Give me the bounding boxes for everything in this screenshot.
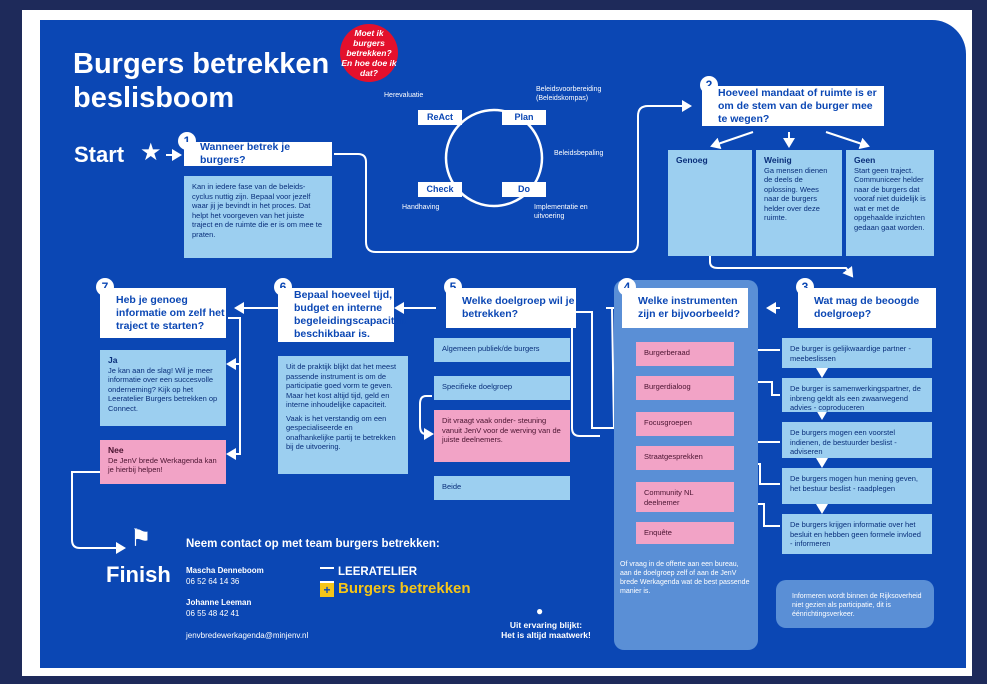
lightbulb-icon: ● — [536, 604, 544, 618]
step6-text2: Vaak is het verstandig om een gespeciali… — [286, 413, 396, 452]
logo-line1: LEERATELIER — [338, 566, 418, 578]
cycle-label-beleidsvoorbereiding: Beleidsvoorbereiding (Beleidskompas) — [536, 86, 602, 102]
step7-question: Heb je genoeg informatie om zelf het tra… — [100, 288, 226, 338]
step6-text-box: Uit de praktijk blijkt dat het meest pas… — [278, 356, 408, 474]
logo-line2: Burgers betrekken — [338, 580, 471, 597]
step1-text: Kan in iedere fase van de beleids- cyclu… — [184, 176, 332, 258]
instrument-focusgroepen: Focusgroepen — [636, 412, 734, 436]
step3-question: Wat mag de beoogde doelgroep? — [798, 288, 936, 328]
step3-item-raadplegen: De burgers mogen hun mening geven, het b… — [782, 468, 932, 504]
cycle-node-do: Do — [502, 182, 546, 197]
instrument-burgerdialoog: Burgerdialoog — [636, 376, 734, 400]
option-title: Genoeg — [676, 155, 708, 165]
step6-question: Bepaal hoeveel tijd, budget en interne b… — [278, 288, 407, 342]
footer-line1: Uit ervaring blijkt: — [509, 620, 583, 630]
step3-note-panel — [776, 580, 934, 628]
step4-note: Of vraag in de offerte aan een bureau, a… — [620, 561, 750, 595]
cycle-label-beleidsbepaling: Beleidsbepaling — [554, 150, 604, 157]
poster: Burgers betrekken beslisboom Moet ik bur… — [40, 20, 966, 668]
step3-item-coproduceren: De burger is samenwerkingspartner, de in… — [782, 378, 932, 412]
step2-question: Hoeveel mandaat of ruimte is er om de st… — [702, 86, 884, 126]
star-icon: ★ — [140, 139, 162, 166]
instrument-enquete: Enquête — [636, 522, 734, 544]
cycle-label-handhaving: Handhaving — [402, 204, 440, 211]
question-badge: Moet ik burgers betrekken? En hoe doe ik… — [340, 24, 398, 82]
contact-name-1: Mascha Denneboom — [186, 566, 264, 575]
option-title: Weinig — [764, 155, 792, 165]
contact-phone-2: 06 55 48 42 41 — [186, 609, 240, 618]
option-title: Geen — [854, 155, 876, 165]
step5-item-algemeen: Algemeen publiek/de burgers — [434, 338, 570, 362]
option-text: Ga mensen dienen de deels de oplossing. … — [764, 165, 828, 223]
menu-lines-icon — [320, 567, 334, 583]
instrument-burgerberaad: Burgerberaad — [636, 342, 734, 366]
cycle-node-react: ReAct — [418, 110, 462, 125]
instrument-straatgesprekken: Straatgesprekken — [636, 446, 734, 470]
step6-text1: Uit de praktijk blijkt dat het meest pas… — [286, 362, 397, 409]
step7-ja-box: Ja Je kan aan de slag! Wil je meer infor… — [100, 350, 226, 426]
step3-item-adviseren: De burgers mogen een voorstel indienen, … — [782, 422, 932, 458]
ja-text: Je kan aan de slag! Wil je meer informat… — [108, 365, 218, 413]
page-title: Burgers betrekken — [73, 48, 330, 80]
checkered-flag-icon: ⚑ — [130, 525, 152, 552]
contact-phone-1: 06 52 64 14 36 — [186, 577, 240, 586]
ja-title: Ja — [108, 355, 118, 365]
contact-name-2: Johanne Leeman — [186, 598, 252, 607]
step7-nee-box: Nee De JenV brede Werkagenda kan je hier… — [100, 440, 226, 484]
footer-line2: Het is altijd maatwerk! — [501, 630, 591, 640]
step5-item-werving: Dit vraagt vaak onder- steuning vanuit J… — [434, 410, 570, 462]
cycle-node-check: Check — [418, 182, 462, 197]
nee-title: Nee — [108, 445, 124, 455]
contact-email[interactable]: jenvbredewerkagenda@minjenv.nl — [186, 631, 309, 640]
step3-note: Informeren wordt binnen de Rijksoverheid… — [792, 593, 922, 618]
step3-item-meebeslissen: De burger is gelijkwaardige partner - me… — [782, 338, 932, 368]
step1-question: Wanneer betrek je burgers? — [184, 141, 332, 166]
cycle-node-plan: Plan — [502, 110, 546, 125]
step5-item-specifiek: Specifieke doelgroep — [434, 376, 570, 400]
step5-question: Welke doelgroep wil je betrekken? — [446, 288, 576, 328]
step4-question: Welke instrumenten zijn er bijvoorbeeld? — [622, 288, 748, 328]
option-text: Start geen traject. Communiceer helder n… — [854, 165, 926, 232]
page-subtitle: beslisboom — [73, 82, 235, 114]
step2-option-genoeg: Genoeg — [668, 150, 752, 256]
cycle-label-herevaluatie: Herevaluatie — [384, 92, 424, 99]
cycle-label-implementatie: Implementatie en uitvoering — [534, 204, 588, 220]
finish-label: Finish — [106, 562, 171, 587]
instrument-community: Community NL deelnemer — [636, 482, 734, 512]
plus-icon: + — [320, 583, 334, 597]
nee-text: De JenV brede Werkagenda kan je hierbij … — [108, 455, 217, 475]
start-label: Start — [74, 142, 125, 167]
step5-item-beide: Beide — [434, 476, 570, 500]
contact-heading: Neem contact op met team burgers betrekk… — [186, 538, 440, 550]
step3-item-informeren: De burgers krijgen informatie over het b… — [782, 514, 932, 554]
